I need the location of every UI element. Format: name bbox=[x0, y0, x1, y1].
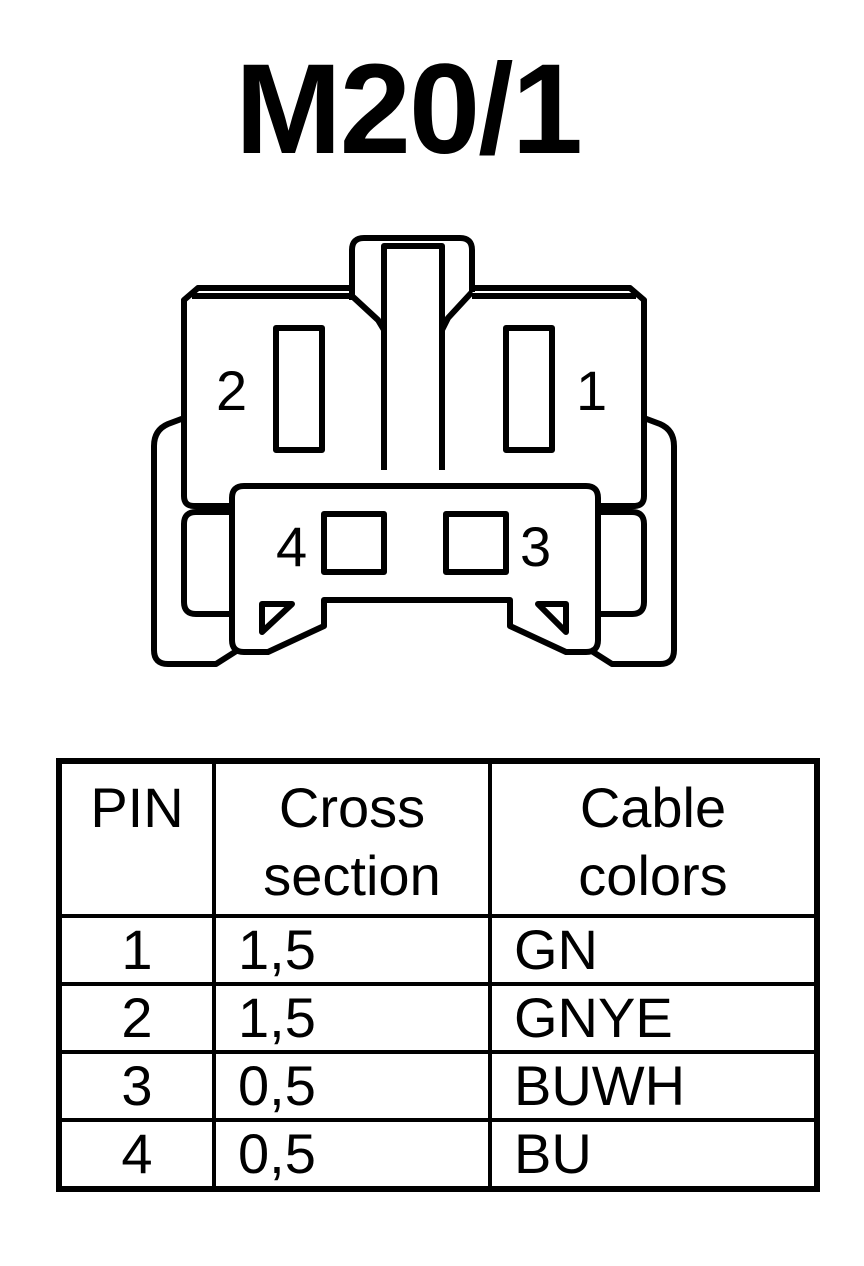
header-pin: PIN bbox=[57, 759, 216, 918]
latch-tab bbox=[349, 235, 475, 300]
pin-label-3: 3 bbox=[520, 515, 551, 578]
lower-body bbox=[229, 483, 601, 655]
cell-cross-section: 0,5 bbox=[212, 1118, 492, 1191]
cell-cable-color: GN bbox=[488, 914, 819, 986]
cell-cable-color: GNYE bbox=[488, 982, 819, 1054]
pin-slot-1 bbox=[503, 325, 555, 453]
housing-outline bbox=[181, 285, 352, 509]
cell-pin: 3 bbox=[57, 1050, 216, 1122]
table-row: 4 0,5 BU bbox=[57, 1118, 819, 1191]
pin-slot-3 bbox=[443, 511, 509, 575]
cell-cable-color: BUWH bbox=[488, 1050, 819, 1122]
pin-slot-4 bbox=[321, 511, 387, 575]
header-cross-section: Cross section bbox=[212, 759, 492, 918]
cell-cross-section: 0,5 bbox=[212, 1050, 492, 1122]
cell-pin: 2 bbox=[57, 982, 216, 1054]
pin-slot-2 bbox=[273, 325, 325, 453]
table-row: 3 0,5 BUWH bbox=[57, 1050, 819, 1122]
latch-triangle-right bbox=[535, 601, 569, 635]
latch-inner bbox=[381, 243, 445, 470]
table-row: 1 1,5 GN bbox=[57, 914, 819, 986]
table-row: 2 1,5 GNYE bbox=[57, 982, 819, 1054]
cell-cable-color: BU bbox=[488, 1118, 819, 1191]
cell-pin: 4 bbox=[57, 1118, 216, 1191]
latch-triangle-left bbox=[259, 601, 295, 635]
right-flange bbox=[588, 415, 677, 667]
connector-diagram: 2 1 4 3 bbox=[151, 235, 677, 667]
cell-pin: 1 bbox=[57, 914, 216, 986]
pin-assignment-table: PIN Cross section Cable colors 1 1,5 GN … bbox=[56, 758, 820, 1192]
left-flange bbox=[151, 415, 240, 667]
table-header-row: PIN Cross section Cable colors bbox=[57, 759, 819, 918]
cell-cross-section: 1,5 bbox=[212, 982, 492, 1054]
pin-label-1: 1 bbox=[576, 359, 607, 422]
header-cable-colors: Cable colors bbox=[488, 759, 819, 918]
connector-title: M20/1 bbox=[235, 38, 583, 181]
pin-label-2: 2 bbox=[216, 359, 247, 422]
pin-label-4: 4 bbox=[276, 515, 307, 578]
cell-cross-section: 1,5 bbox=[212, 914, 492, 986]
